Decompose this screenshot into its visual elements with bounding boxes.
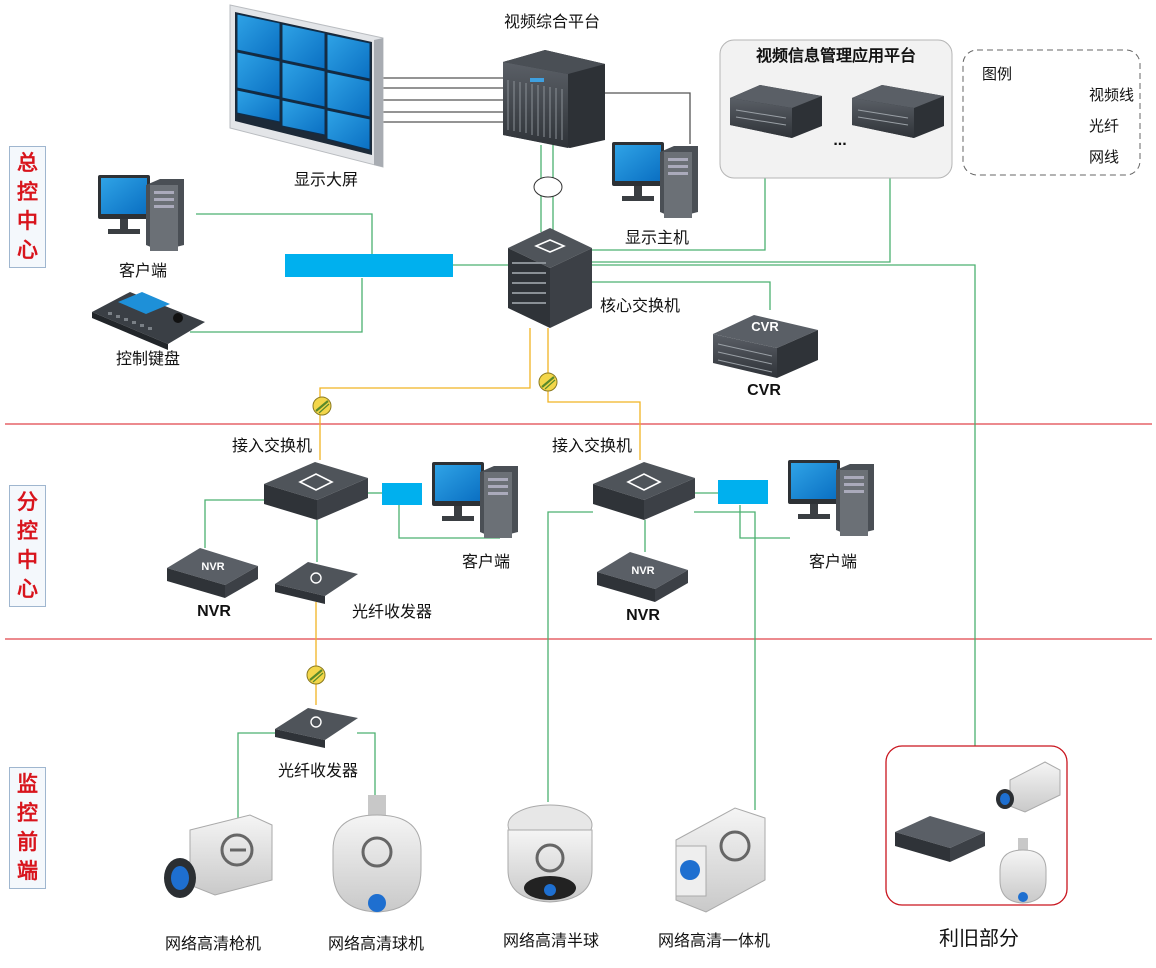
video-wall-label: 显示大屏 bbox=[293, 170, 359, 189]
video-platform-icon bbox=[503, 50, 605, 148]
dome-camera-icon bbox=[999, 838, 1047, 904]
zone-char: 中 bbox=[17, 548, 38, 572]
cvr-badge: CVR bbox=[751, 319, 779, 334]
fiber-connector-icon bbox=[537, 371, 559, 393]
nvr-icon bbox=[895, 816, 985, 862]
legend-video-line: 视频线 bbox=[1089, 86, 1135, 104]
access-switch-icon bbox=[593, 462, 695, 520]
link-node-icon bbox=[533, 176, 563, 198]
dome-camera-label: 网络高清球机 bbox=[327, 934, 425, 953]
core-switch-icon bbox=[508, 228, 592, 328]
legend-fiber: 光纤 bbox=[1089, 117, 1120, 135]
mgmt-platform-title: 视频信息管理应用平台 bbox=[755, 48, 917, 65]
cvr-label: CVR bbox=[747, 382, 781, 399]
bullet-camera-label: 网络高清枪机 bbox=[164, 934, 262, 953]
zone-char: 控 bbox=[17, 801, 38, 825]
reuse-label: 利旧部分 bbox=[939, 926, 1019, 950]
client-label: 客户端 bbox=[118, 261, 168, 280]
zone-char: 控 bbox=[17, 519, 38, 543]
bullet-camera-icon bbox=[164, 814, 273, 898]
control-keyboard-label: 控制键盘 bbox=[115, 349, 181, 368]
network-segment-bar bbox=[382, 483, 422, 505]
display-host-label: 显示主机 bbox=[624, 228, 690, 247]
nvr-icon bbox=[167, 548, 258, 598]
nvr-label: NVR bbox=[626, 607, 660, 624]
fiber-transceiver-icon bbox=[275, 708, 358, 748]
zone-char: 心 bbox=[17, 238, 38, 262]
zone-branch: 分 控 中 心 bbox=[9, 485, 46, 607]
zone-char: 分 bbox=[17, 490, 38, 514]
zone-char: 前 bbox=[17, 830, 38, 854]
network-lines bbox=[190, 132, 1085, 820]
fiber-transceiver-label: 光纤收发器 bbox=[277, 761, 359, 780]
bullet-camera-icon bbox=[996, 761, 1061, 813]
nvr-label: NVR bbox=[197, 603, 231, 620]
fiber-connector-icon bbox=[305, 664, 327, 686]
zone-char: 监 bbox=[17, 772, 38, 796]
client-label: 客户端 bbox=[808, 552, 858, 571]
legend-network: 网线 bbox=[1089, 148, 1120, 166]
half-dome-label: 网络高清半球 bbox=[502, 931, 600, 950]
integrated-camera-label: 网络高清一体机 bbox=[657, 931, 771, 950]
zone-char: 心 bbox=[17, 577, 38, 601]
dome-camera-icon bbox=[332, 795, 422, 913]
video-wall-icon bbox=[229, 4, 384, 168]
access-switch-label: 接入交换机 bbox=[551, 436, 633, 455]
display-host-icon bbox=[612, 142, 698, 218]
core-switch-label: 核心交换机 bbox=[600, 296, 681, 315]
nvr-badge: NVR bbox=[631, 565, 655, 577]
integrated-camera-icon bbox=[675, 807, 766, 913]
client-label: 客户端 bbox=[461, 552, 511, 571]
zone-frontend: 监 控 前 端 bbox=[9, 767, 46, 889]
video-platform-label: 视频综合平台 bbox=[503, 12, 601, 31]
zone-char: 总 bbox=[17, 151, 38, 175]
zone-headquarters: 总 控 中 心 bbox=[9, 146, 46, 268]
network-segment-bar bbox=[285, 254, 453, 277]
zone-char: 控 bbox=[17, 180, 38, 204]
zone-char: 端 bbox=[17, 859, 38, 883]
cvr-icon bbox=[713, 315, 818, 378]
access-switch-icon bbox=[264, 462, 368, 520]
server-ellipsis: ... bbox=[833, 132, 847, 149]
client-pc-icon bbox=[98, 175, 184, 251]
legend-title: 图例 bbox=[982, 65, 1013, 83]
client-pc-icon bbox=[788, 460, 874, 536]
mgmt-platform-panel bbox=[719, 39, 953, 179]
client-pc-icon bbox=[432, 462, 518, 538]
half-dome-camera-icon bbox=[507, 804, 593, 903]
access-switch-label: 接入交换机 bbox=[231, 436, 313, 455]
network-segment-bar bbox=[718, 480, 768, 504]
fiber-transceiver-label: 光纤收发器 bbox=[351, 602, 433, 621]
legend-box bbox=[962, 49, 1141, 176]
nvr-icon bbox=[597, 552, 688, 602]
server-icon bbox=[730, 85, 822, 138]
zone-char: 中 bbox=[17, 209, 38, 233]
server-icon bbox=[852, 85, 944, 138]
control-keyboard-icon bbox=[92, 292, 205, 350]
nvr-badge: NVR bbox=[201, 561, 225, 573]
fiber-transceiver-icon bbox=[275, 562, 358, 604]
fiber-connector-icon bbox=[311, 395, 333, 417]
